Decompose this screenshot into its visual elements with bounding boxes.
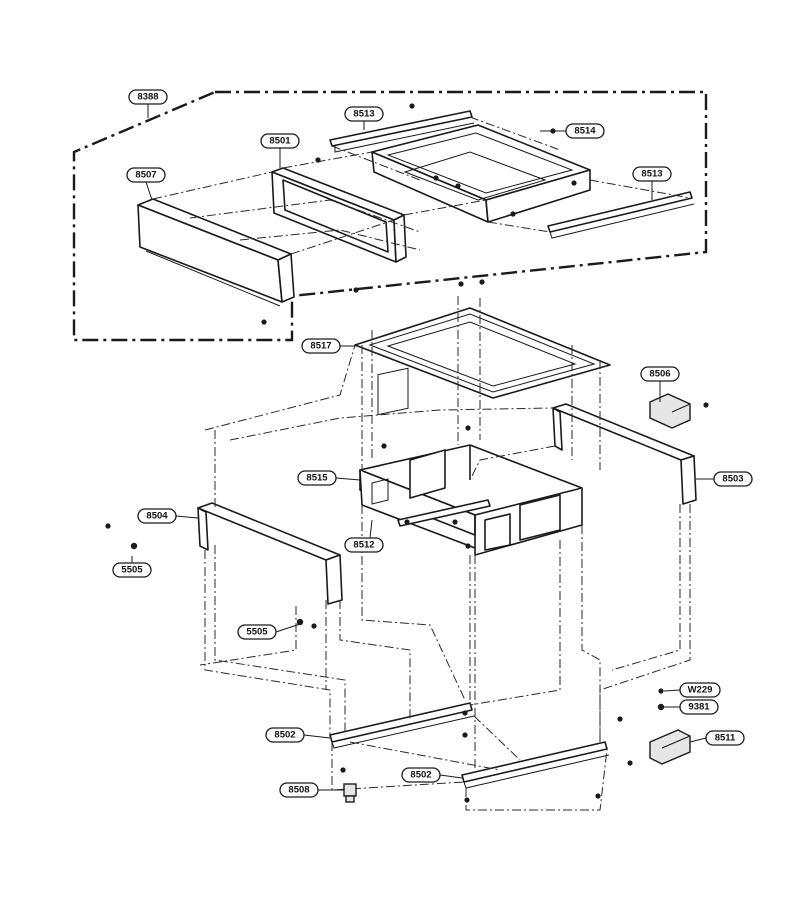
part-number-label: 8513 <box>353 109 374 120</box>
part-number-label: 8511 <box>715 733 736 744</box>
callout-8511: 8511 <box>705 730 745 746</box>
part-number-label: 8512 <box>353 540 374 551</box>
callout-8503: 8503 <box>713 471 753 487</box>
callout-w229: W229 <box>679 682 721 698</box>
callout-8513-top: 8513 <box>344 106 384 122</box>
part-number-label: 5505 <box>246 627 268 638</box>
part-number-label: 8515 <box>306 473 328 484</box>
part-number-label: 8507 <box>135 170 156 181</box>
callout-8502-right: 8502 <box>401 767 441 783</box>
screw-set <box>105 103 709 803</box>
part-number-label: 5505 <box>121 565 143 576</box>
callout-8501: 8501 <box>260 133 300 149</box>
callout-8514: 8514 <box>565 123 605 139</box>
callout-8506: 8506 <box>640 366 680 382</box>
part-number-label: 8514 <box>574 126 596 137</box>
drawer-inner-frame <box>271 167 407 263</box>
callout-9381: 9381 <box>679 699 719 715</box>
callout-8517: 8517 <box>301 338 341 354</box>
drawer-assembly-boundary <box>72 90 708 342</box>
left-side-support-rail <box>197 502 343 605</box>
callout-8515: 8515 <box>297 470 337 486</box>
part-number-label: 8502 <box>410 770 431 781</box>
part-number-label: W229 <box>688 685 713 696</box>
drawer-alignment-lines <box>152 116 691 255</box>
callout-8504: 8504 <box>137 508 177 524</box>
callout-8502-left: 8502 <box>265 727 305 743</box>
drawer-front-panel <box>137 198 295 307</box>
side-mount-bracket <box>649 393 691 429</box>
callout-8512: 8512 <box>344 537 384 553</box>
callout-5505-mid: 5505 <box>237 624 277 640</box>
part-number-label: 8504 <box>146 511 168 522</box>
callout-leaders <box>131 104 714 791</box>
inner-guide-rail <box>397 499 491 527</box>
drawer-tray <box>371 124 591 223</box>
callout-5505-left: 5505 <box>112 562 152 578</box>
bottom-slide-rail-left <box>329 702 475 749</box>
callout-8388: 8388 <box>128 89 168 105</box>
drawer-slide-rail-right <box>547 191 695 239</box>
part-number-label: 8508 <box>288 785 309 796</box>
inner-cabinet-frame <box>359 367 583 556</box>
part-number-label: 8517 <box>310 341 331 352</box>
right-side-support-rail <box>552 403 697 505</box>
part-number-label: 8503 <box>722 474 743 485</box>
callout-8508: 8508 <box>279 782 319 798</box>
cabinet-alignment-lines <box>199 296 691 811</box>
part-number-label: 8513 <box>641 169 662 180</box>
bottom-slide-rail-right <box>461 741 610 789</box>
leveling-foot <box>343 783 357 803</box>
part-number-label: 8501 <box>269 136 291 147</box>
callout-8513-right: 8513 <box>632 166 672 182</box>
part-number-label: 8502 <box>274 730 295 741</box>
part-number-label: 8388 <box>137 92 158 103</box>
drawer-slide-rail-top <box>329 110 475 153</box>
part-number-label: 8506 <box>649 369 670 380</box>
callout-8507: 8507 <box>126 167 166 183</box>
part-number-label: 9381 <box>688 702 710 713</box>
hinge-bracket <box>649 729 691 765</box>
